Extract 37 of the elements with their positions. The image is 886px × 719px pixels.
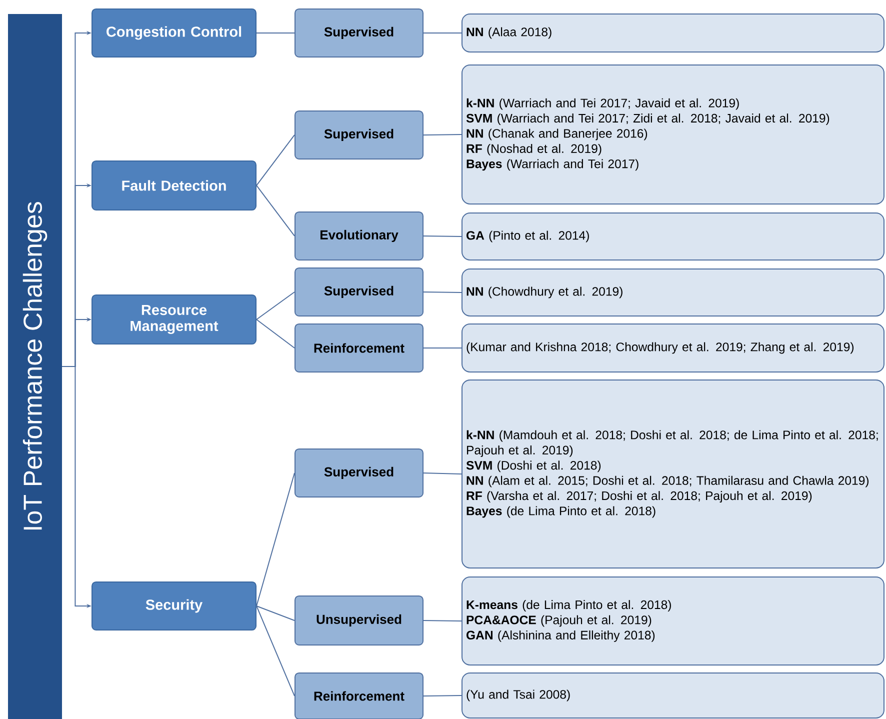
connector	[256, 472, 295, 606]
reference-box: K-means (de Lima Pinto et al. 2018) PCA&AOCE (Pajouh et al. 2019) GAN (Alshinina and Elleithy 2018)	[462, 576, 884, 666]
connector	[423, 32, 462, 34]
reference-box: NN (Chowdhury et al. 2019)	[462, 268, 884, 316]
reference-box: GA (Pinto et al. 2014)	[462, 212, 884, 260]
rootbar: IoT Performance Challenges	[8, 14, 62, 719]
connector	[423, 472, 462, 474]
connector	[256, 318, 295, 348]
category-box: Congestion Control	[92, 8, 256, 58]
connector	[423, 235, 462, 237]
connector	[423, 694, 462, 696]
method-box: Unsupervised	[294, 595, 424, 646]
connector	[256, 291, 295, 320]
method-box: Evolutionary	[294, 212, 424, 260]
reference-box: (Kumar and Krishna 2018; Chowdhury et al. 2019; Zhang et al. 2019)	[462, 323, 884, 372]
method-box: Supervised	[294, 8, 424, 58]
reference-box: NN (Alaa 2018)	[462, 13, 884, 52]
connector	[256, 605, 295, 621]
method-box: Reinforcement	[294, 672, 424, 719]
method-box: Supervised	[294, 448, 424, 498]
reference-box: k-NN (Mamdouh et al. 2018; Doshi et al. 2018; de Lima Pinto et al. 2018; Pajouh et al. 2019) SVM (Doshi et al. 2018) NN (Alam et al. 2015; Doshi et al. 2018; Thamilarasu and Chawla 2019) RF (Varsha et al. 2017; Doshi et al. 2018; Pajouh et al. 2019) Bayes (de Lima Pinto et al. 2018)	[462, 379, 884, 568]
connector	[256, 184, 295, 236]
category-box: Resource Management	[92, 294, 256, 344]
method-box: Reinforcement	[294, 323, 424, 372]
connector	[423, 291, 462, 293]
method-box: Supervised	[294, 267, 424, 316]
connector	[423, 347, 462, 348]
connector	[256, 134, 295, 186]
connector	[256, 605, 295, 696]
category-box: Fault Detection	[92, 160, 256, 210]
connector	[423, 134, 462, 136]
reference-box: (Yu and Tsai 2008)	[462, 672, 884, 718]
category-box: Security	[92, 581, 256, 630]
connector	[256, 32, 295, 34]
reference-box: k-NN (Warriach and Tei 2017; Javaid et al. 2019) SVM (Warriach and Tei 2017; Zidi et al. 2018; Javaid et al. 2019) NN (Chanak and Banerjee 2016) RF (Noshad et al. 2019) Bayes (Warriach and Tei 2017)	[462, 64, 884, 204]
connector	[423, 620, 462, 622]
method-box: Supervised	[294, 110, 424, 160]
